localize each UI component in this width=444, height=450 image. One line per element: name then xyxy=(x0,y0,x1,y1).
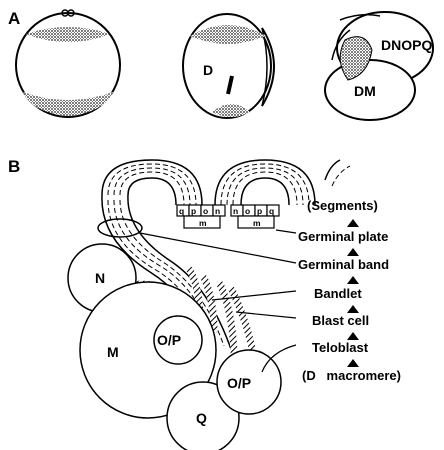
arrow-up-icon xyxy=(347,305,359,313)
germinal-band-loop xyxy=(98,219,142,237)
plate-letter: o xyxy=(245,206,250,216)
cell-op2-label: O/P xyxy=(227,375,251,391)
embryo-later-stage: DNOPQ DM xyxy=(325,12,433,120)
arrow-up-icon xyxy=(347,219,359,227)
stage-labels: (Segments) Germinal plate Germinal band … xyxy=(298,198,401,383)
plate-letter: p xyxy=(191,206,196,216)
cell-op1-label: O/P xyxy=(157,332,181,348)
panel-a-letter: A xyxy=(8,9,20,28)
plate-letter: o xyxy=(203,206,208,216)
cell-q-label: Q xyxy=(196,410,207,426)
embryo3-dnopq-label: DNOPQ xyxy=(381,37,432,53)
germinal-plate: q p o n n o p q m m xyxy=(177,205,279,228)
label-teloblast: Teloblast xyxy=(312,340,369,355)
arrow-up-icon xyxy=(347,276,359,284)
plate-letter: q xyxy=(179,206,184,216)
plate-m-label: m xyxy=(199,218,207,228)
plate-letter: n xyxy=(233,206,238,216)
label-d-macromere: (D macromere) xyxy=(302,368,401,383)
plate-letter: q xyxy=(269,206,274,216)
label-segments: (Segments) xyxy=(307,198,378,213)
embryo2-d-label: D xyxy=(203,62,213,78)
plate-m-label: m xyxy=(253,218,261,228)
cell-n-label: N xyxy=(95,270,105,286)
embryo3-dm-label: DM xyxy=(354,83,376,99)
label-bandlet: Bandlet xyxy=(314,286,362,301)
embryo-one-cell xyxy=(16,10,120,117)
arrow-up-icon xyxy=(347,248,359,256)
label-germinal-band: Germinal band xyxy=(298,257,389,272)
embryo-two-cell: D xyxy=(183,14,274,118)
arrow-up-icon xyxy=(347,332,359,340)
cell-m-label: M xyxy=(107,344,119,360)
panel-b-letter: B xyxy=(8,157,20,176)
label-blast-cell: Blast cell xyxy=(312,313,369,328)
arrow-up-icon xyxy=(347,359,359,367)
label-germinal-plate: Germinal plate xyxy=(298,229,388,244)
plate-letter: p xyxy=(257,206,262,216)
plate-letter: n xyxy=(215,206,220,216)
